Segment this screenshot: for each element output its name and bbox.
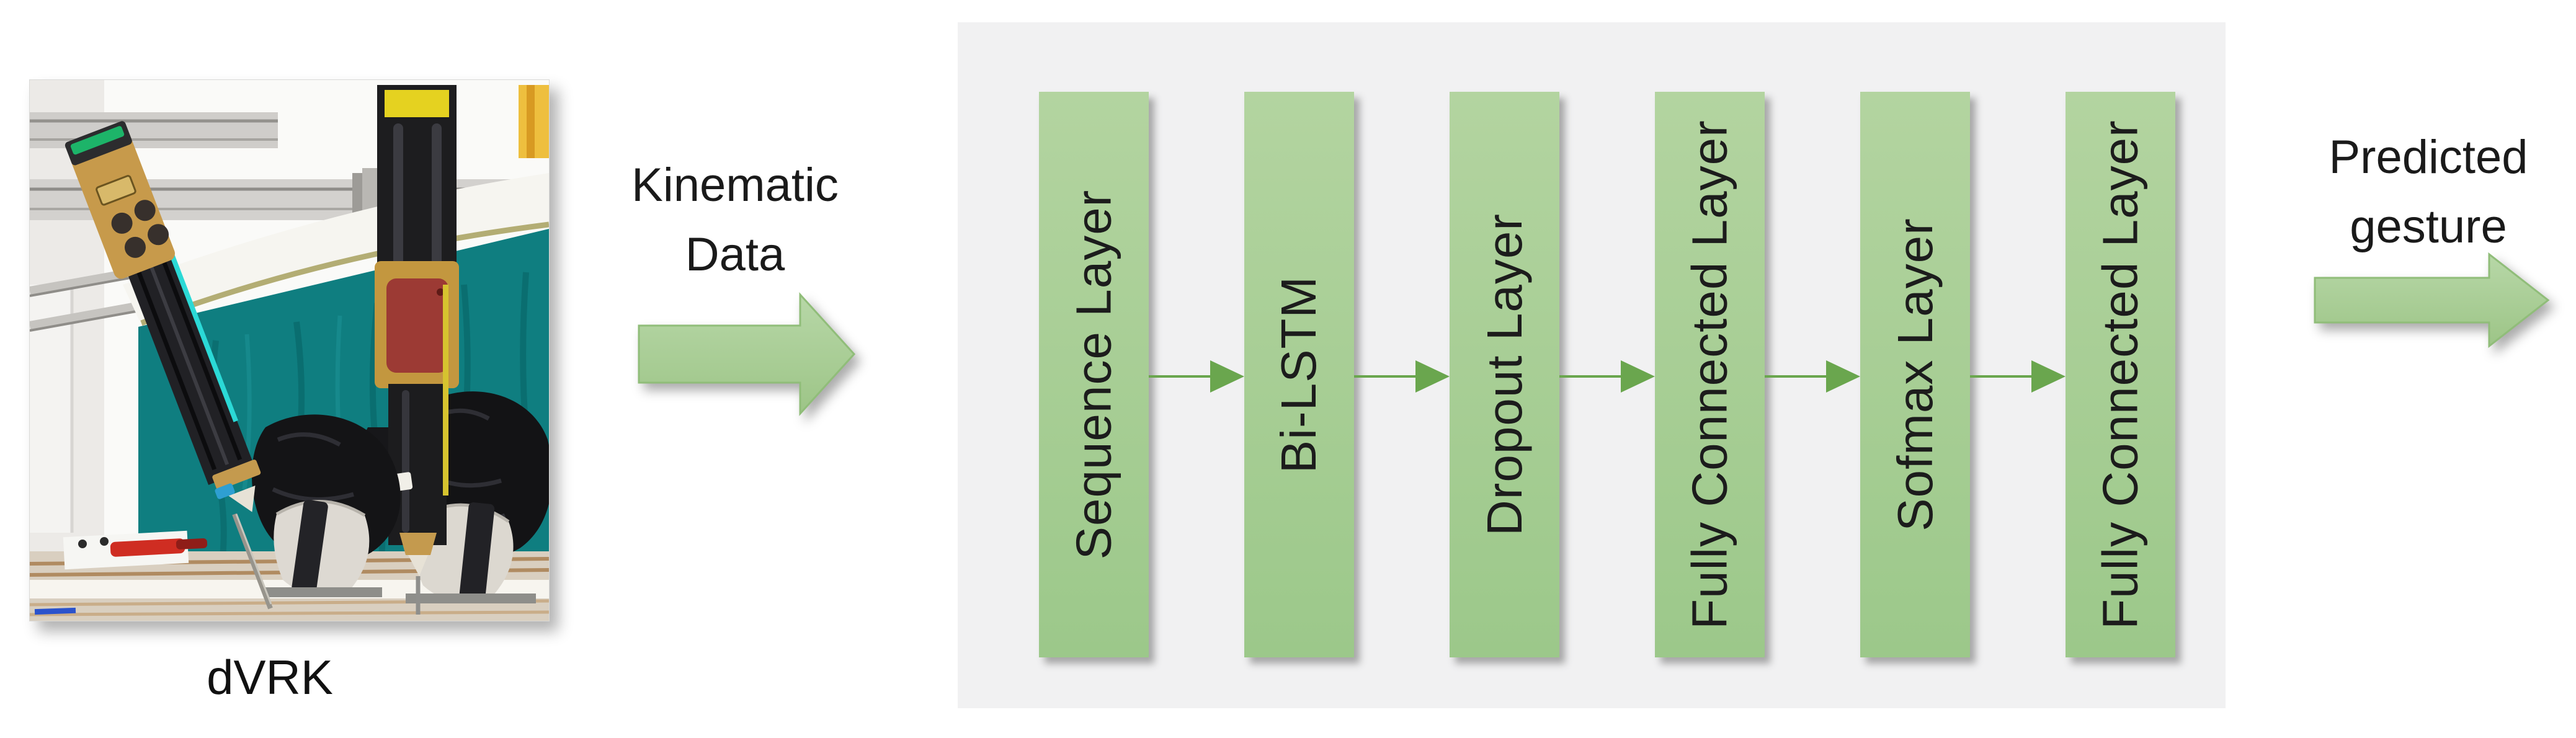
layer-box-bilstm: Bi-LSTM <box>1244 92 1354 657</box>
connector-arrow-icon <box>1970 360 2066 393</box>
layer-box-sequence: Sequence Layer <box>1039 92 1149 657</box>
kinematic-data-label: Kinematic Data <box>592 151 878 290</box>
kinematic-data-label-line1: Kinematic <box>631 159 839 211</box>
input-arrow-icon <box>638 292 856 416</box>
predicted-gesture-label-line1: Predicted <box>2329 131 2528 184</box>
layer-box-fully-connected-1: Fully Connected Layer <box>1655 92 1765 657</box>
output-arrow-icon <box>2314 252 2550 349</box>
photo-caption: dVRK <box>207 650 333 705</box>
kinematic-data-label-line2: Data <box>685 228 785 281</box>
connector-arrow-icon <box>1559 360 1655 393</box>
connector-arrow-icon <box>1354 360 1450 393</box>
layer-label: Fully Connected Layer <box>2092 120 2148 629</box>
predicted-gesture-label-line2: gesture <box>2350 200 2507 253</box>
connector-arrow-icon <box>1149 360 1244 393</box>
layer-box-softmax: Sofmax Layer <box>1860 92 1970 657</box>
layer-box-fully-connected-2: Fully Connected Layer <box>2066 92 2175 657</box>
layer-box-dropout: Dropout Layer <box>1450 92 1559 657</box>
predicted-gesture-label: Predicted gesture <box>2286 123 2571 262</box>
layer-label: Bi-LSTM <box>1271 275 1327 474</box>
connector-arrow-icon <box>1765 360 1860 393</box>
layer-label: Dropout Layer <box>1476 213 1532 536</box>
layer-label: Fully Connected Layer <box>1682 120 1737 629</box>
dvrk-photo <box>29 79 550 621</box>
layer-label: Sequence Layer <box>1066 189 1121 560</box>
pipeline-panel <box>958 22 2226 708</box>
dvrk-photo-illustration <box>30 80 549 621</box>
layer-label: Sofmax Layer <box>1887 218 1943 531</box>
